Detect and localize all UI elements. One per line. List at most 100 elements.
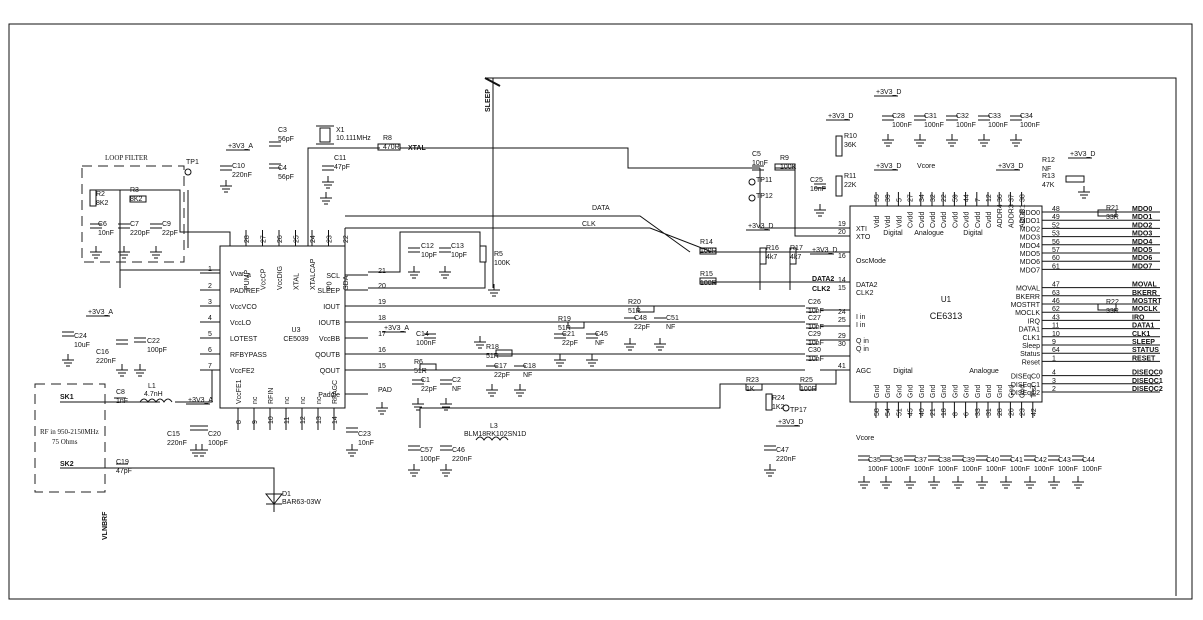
u3-right-pin-num: 19 — [378, 299, 386, 306]
capacitor-value: 100pF — [147, 347, 167, 354]
resistor-ref: R13 — [1042, 173, 1055, 180]
u3-right-pin-name: IOUT — [323, 304, 340, 311]
vlnbrf-label: VLNBRF — [102, 511, 109, 540]
capacitor-value: 10pF — [451, 252, 467, 259]
resistor-value: 33R — [1106, 214, 1119, 221]
u1-left-pin-name: XTO — [856, 234, 871, 241]
u3-bottom-pin-num: 12 — [300, 416, 307, 424]
u3-right-pin-num: 16 — [378, 347, 386, 354]
capacitor-value: 100pF — [208, 440, 228, 447]
capacitor-ref: C32 — [956, 113, 969, 120]
u1-top-pin-num: 22 — [941, 194, 948, 202]
resistor-value: 100R — [700, 248, 717, 255]
u1-bottom-pin-num: 23 — [1020, 408, 1027, 416]
inductor-l1 — [139, 398, 173, 403]
resistor-value: 36K — [844, 142, 857, 149]
u1-bottom-pin-num: 26 — [1008, 408, 1015, 416]
capacitor-value: 1nF — [116, 398, 128, 405]
capacitor-value: 100nF — [868, 466, 888, 473]
u1-right-pin-num: 47 — [1052, 282, 1060, 289]
u1-bottom-pin-num: 8 — [952, 412, 959, 416]
rail-3v3a-label: +3V3_A — [384, 325, 409, 332]
u1-left-pin-num: 14 — [838, 277, 846, 284]
u1-bottom-pin-name: Gnd — [941, 385, 948, 398]
u1-top-pin-num: 59 — [952, 194, 959, 202]
u1-top-pin-name: ADDR4 — [997, 204, 1004, 228]
u3-bottom-pin-name: nc — [252, 396, 259, 404]
u1-group-digital: Digital — [883, 230, 903, 237]
u1-bottom-pin-name: Gnd — [896, 385, 903, 398]
u1-right-pin-name: MDO3 — [1020, 235, 1040, 242]
capacitor-value: 47pF — [334, 164, 350, 171]
capacitor-value: 22pF — [562, 340, 578, 347]
rail-3v3d-label: +3V3_D — [998, 163, 1024, 170]
capacitor-value: 100pF — [420, 456, 440, 463]
u3-left-pin-num: 7 — [208, 363, 212, 370]
u1-top-pin-num: 55 — [874, 194, 881, 202]
capacitor-value: 220nF — [96, 358, 116, 365]
u1-top-pin-num: 36 — [997, 194, 1004, 202]
u1-bottom-pin-num: 31 — [986, 408, 993, 416]
resistor-value: 8K2 — [130, 196, 143, 203]
capacitor-ref: C44 — [1082, 457, 1095, 464]
rf-input-box — [34, 383, 106, 493]
u1-top-pin-num: 38 — [1020, 194, 1027, 202]
capacitor-value: 22pF — [162, 230, 178, 237]
u1-bottom-pin-num: 28 — [997, 408, 1004, 416]
capacitor-ref: C46 — [452, 447, 465, 454]
u1-top-pin-name: Cvdd — [964, 212, 971, 228]
rail-3v3d-label: +3V3_D — [1070, 151, 1096, 158]
capacitor-value: 22pF — [421, 386, 437, 393]
capacitor-ref: C8 — [116, 389, 125, 396]
diode-d1 — [264, 490, 284, 512]
clk-net-label: CLK — [582, 221, 596, 228]
crystal-value: 10.111MHz — [336, 135, 371, 142]
u1-right-pin-num: 3 — [1052, 378, 1056, 385]
resistor-ref: R15 — [700, 271, 713, 278]
u1-top-pin-name: Cvdd — [919, 212, 926, 228]
u1-top-pin-name: Cvdd — [908, 212, 915, 228]
capacitor-ref: C34 — [1020, 113, 1033, 120]
u1-bottom-pin-name: Gnd — [1008, 385, 1015, 398]
u3-bottom-pin-name: RFIN — [268, 388, 275, 404]
resistor-value: 470R — [383, 144, 400, 151]
pad-label: PAD — [378, 387, 392, 394]
capacitor-ref: C37 — [914, 457, 927, 464]
capacitor-ref: C57 — [420, 447, 433, 454]
testpoint-label: TP1 — [186, 159, 199, 166]
resistor-value: 8K2 — [96, 200, 109, 207]
u3-top-pin-num: 24 — [310, 235, 317, 243]
capacitor-value: 100nF — [938, 466, 958, 473]
capacitor-value: 10nF — [752, 160, 768, 167]
resistor-value: 51R — [414, 368, 427, 375]
u3-right-pin-name: SCL — [326, 273, 340, 280]
u1-right-net-label: MDO4 — [1132, 239, 1152, 246]
u1-right-net-label: RESET — [1132, 355, 1156, 362]
u1-right-pin-name: MDO4 — [1020, 243, 1040, 250]
capacitor-ref: C41 — [1010, 457, 1023, 464]
u1-right-net-label: DISEQC2 — [1132, 386, 1163, 393]
u1-top-pin-name: Cvdd — [941, 212, 948, 228]
ground-symbols — [62, 134, 1090, 489]
diode-value: BAR63-03W — [282, 499, 321, 506]
u3-left-pin-name: VccVCO — [230, 304, 257, 311]
u1-right-pin-num: 56 — [1052, 239, 1060, 246]
inductor-value: BLM18RK102SN1D — [464, 431, 526, 438]
u1-top-pin-name: Cvdd — [952, 212, 959, 228]
inductor-l3 — [475, 436, 509, 441]
frame-border — [8, 23, 1193, 600]
u1-bottom-pin-name: Gnd — [975, 385, 982, 398]
rf-in-label: RF in 950-2150MHz — [40, 428, 99, 436]
resistor-symbols — [89, 135, 1117, 411]
capacitor-ref: C1 — [421, 377, 430, 384]
u1-top-pin-name: Vdd — [896, 215, 903, 228]
capacitor-ref: C11 — [334, 155, 346, 162]
resistor-value: 47K — [1042, 182, 1055, 189]
u1-right-pin-num: 64 — [1052, 347, 1060, 354]
sk1-label: SK1 — [60, 394, 74, 401]
u1-top-pin-num: 12 — [986, 194, 993, 202]
u1-left-pin-name: AGC — [856, 368, 871, 375]
capacitor-ref: C43 — [1058, 457, 1071, 464]
capacitor-value: 10nF — [810, 186, 826, 193]
